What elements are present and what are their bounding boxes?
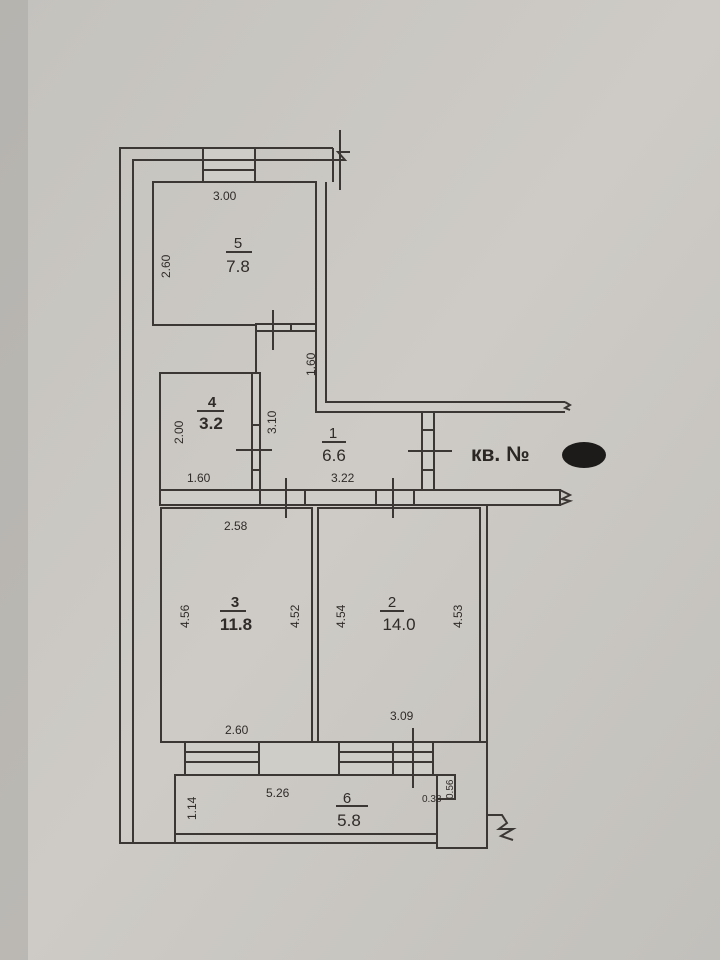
room-3-dim-top: 2.58 bbox=[224, 519, 248, 533]
room-2-dim-left: 4.54 bbox=[334, 604, 348, 628]
room-6-number: 6 bbox=[343, 790, 351, 807]
room-4-dim-bottom: 1.60 bbox=[187, 471, 211, 485]
room-4-area: 3.2 bbox=[199, 414, 223, 433]
room-2-number: 2 bbox=[388, 594, 396, 611]
room-1-number: 1 bbox=[329, 425, 337, 442]
room-2-dim-right: 4.53 bbox=[451, 604, 465, 628]
room-3-dim-bottom: 2.60 bbox=[225, 723, 249, 737]
room-6-area: 5.8 bbox=[337, 811, 361, 830]
room-4-dim-left: 2.00 bbox=[172, 420, 186, 444]
room-6-dim-top: 5.26 bbox=[266, 786, 290, 800]
walls bbox=[119, 130, 574, 849]
room-1-dim-bottom: 3.22 bbox=[331, 471, 355, 485]
room-2-area: 14.0 bbox=[382, 615, 415, 634]
room-6-dim-small-vertical: 0.56 bbox=[445, 779, 456, 799]
room-3-area: 11.8 bbox=[220, 615, 252, 634]
shadow-edge bbox=[0, 0, 28, 960]
room-3-dim-right: 4.52 bbox=[288, 604, 302, 628]
room-3-number: 3 bbox=[231, 594, 239, 611]
room-6-dim-small: 0.38 bbox=[422, 794, 442, 805]
room-1-dim-right: 1.60 bbox=[304, 352, 318, 376]
room-3-dim-left: 4.56 bbox=[178, 604, 192, 628]
redacted-apartment-number bbox=[562, 442, 606, 468]
room-2-dim-bottom: 3.09 bbox=[390, 709, 414, 723]
room-5-area: 7.8 bbox=[226, 257, 250, 276]
room-5-dim-left: 2.60 bbox=[159, 254, 173, 278]
room-1-dim-left: 3.10 bbox=[265, 410, 279, 434]
room-5-dim-top: 3.00 bbox=[213, 189, 237, 203]
room-4-number: 4 bbox=[208, 394, 217, 411]
apartment-number-label: кв. № bbox=[471, 443, 530, 466]
room-6-dim-left: 1.14 bbox=[185, 796, 199, 820]
room-5-number: 5 bbox=[234, 235, 242, 252]
room-1-area: 6.6 bbox=[322, 446, 346, 465]
